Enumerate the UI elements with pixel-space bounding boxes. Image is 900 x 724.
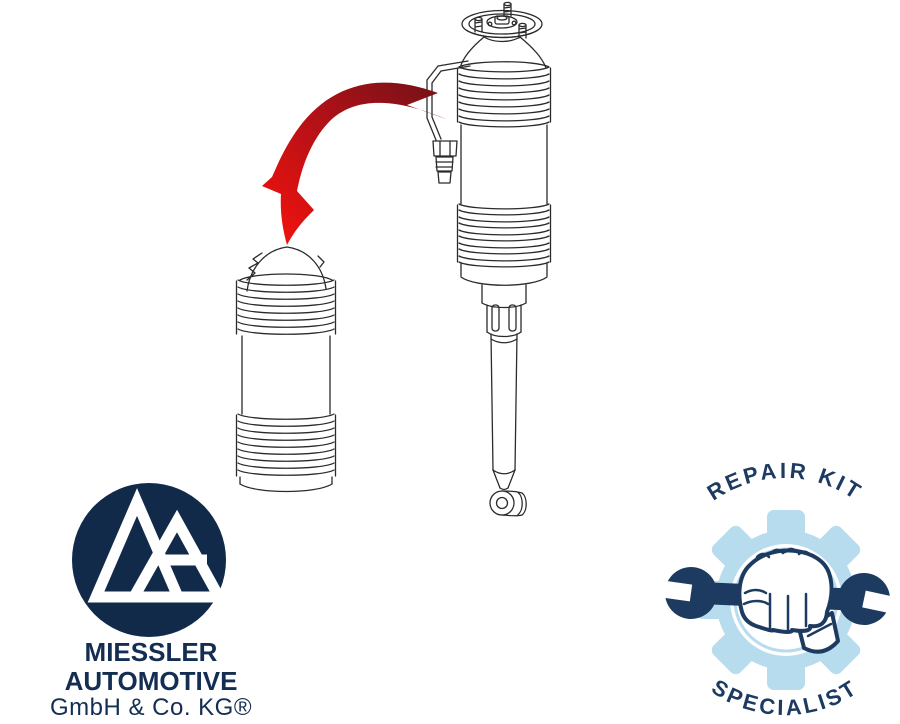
- repair-kit-badge: REPAIR KIT SPECIALIST: [648, 458, 900, 720]
- strut-clevis: [486, 304, 522, 338]
- strut-bottom: [460, 263, 548, 309]
- replacement-arrow: [262, 82, 446, 245]
- logo-wordmark: MIESSLER AUTOMOTIVE GmbH & Co. KG®: [0, 638, 302, 722]
- miessler-logo: [72, 483, 229, 637]
- strut-bushing: [489, 490, 527, 517]
- company-name: MIESSLER AUTOMOTIVE: [64, 637, 238, 696]
- badge-top-label: REPAIR KIT: [703, 458, 865, 505]
- cylinder-bottom-rim: [239, 476, 333, 493]
- hydraulic-pipe: [426, 60, 471, 184]
- mount-stud: [518, 22, 527, 39]
- mount-stud: [503, 1, 512, 17]
- strut-drawing: [426, 1, 552, 517]
- cylinder-upper-ribs: [235, 273, 337, 335]
- cylinder-lower-ribs: [235, 413, 337, 477]
- svg-text:REPAIR KIT: REPAIR KIT: [703, 458, 868, 505]
- strut-rod: [490, 333, 518, 491]
- cylinder-body: [241, 335, 331, 415]
- ma-monogram-icon: [87, 488, 229, 603]
- strut-upper-ribs: [456, 61, 552, 128]
- mount-stud: [474, 16, 483, 33]
- company-suffix: GmbH & Co. KG®: [49, 694, 253, 722]
- strut-body: [460, 124, 548, 205]
- fist-icon: [737, 547, 840, 654]
- cylinder-dome: [246, 246, 327, 292]
- strut-lower-ribs: [456, 203, 552, 268]
- replacement-cylinder-drawing: [235, 246, 337, 493]
- strut-top-mount: [461, 1, 543, 39]
